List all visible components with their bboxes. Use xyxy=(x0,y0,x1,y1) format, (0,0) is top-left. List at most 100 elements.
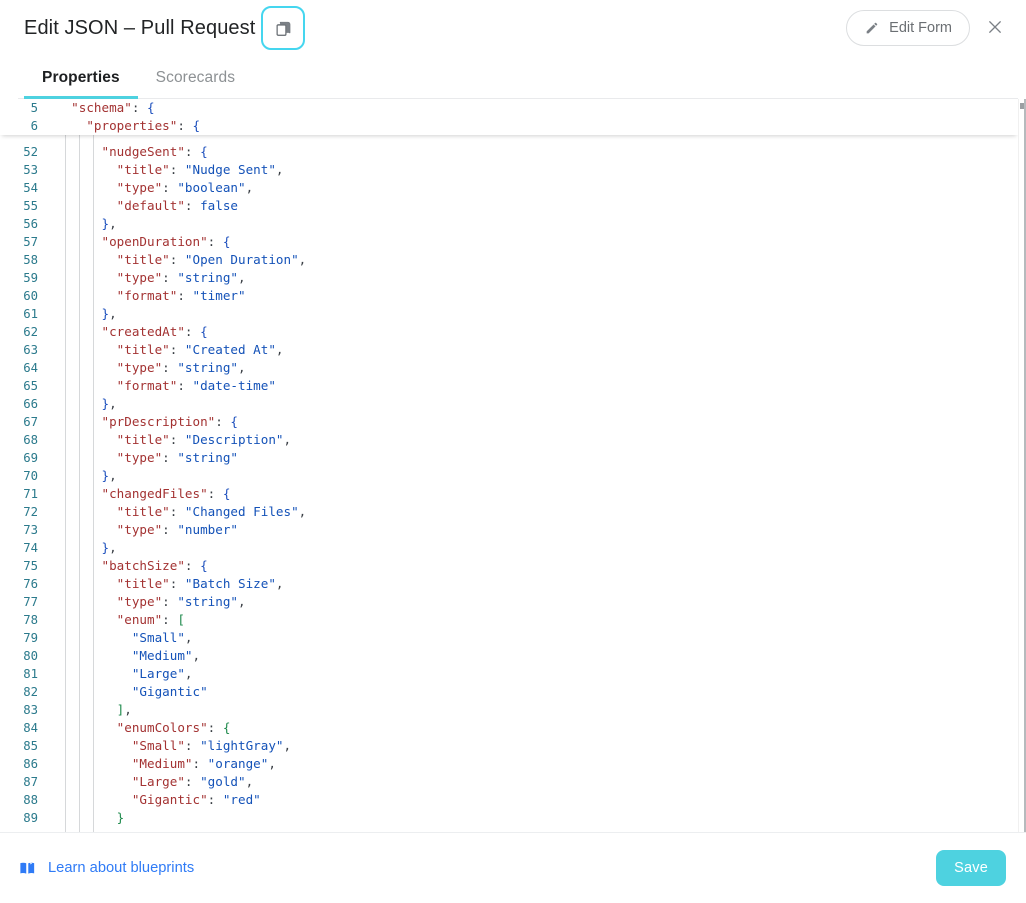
line-number: 71 xyxy=(23,487,38,501)
code-line[interactable]: 87 "Large": "gold", xyxy=(0,773,1018,791)
code-line[interactable]: 71 "changedFiles": { xyxy=(0,485,1018,503)
save-button[interactable]: Save xyxy=(936,850,1006,886)
code-line[interactable]: 72 "title": "Changed Files", xyxy=(0,503,1018,521)
code-line[interactable]: 86 "Medium": "orange", xyxy=(0,755,1018,773)
line-number: 77 xyxy=(23,595,38,609)
code-line[interactable]: 77 "type": "string", xyxy=(0,593,1018,611)
tab-properties[interactable]: Properties xyxy=(24,57,138,99)
code-line[interactable]: 75 "batchSize": { xyxy=(0,557,1018,575)
code-line[interactable]: 76 "title": "Batch Size", xyxy=(0,575,1018,593)
line-number: 79 xyxy=(23,631,38,645)
line-number: 84 xyxy=(23,721,38,735)
code-text: "Gigantic": "red" xyxy=(131,792,261,807)
dialog-header: Edit JSON – Pull Request xyxy=(0,0,1026,56)
code-text: "enumColors": { xyxy=(116,720,231,735)
code-text: "openDuration": { xyxy=(101,234,231,249)
code-text: }, xyxy=(101,396,117,411)
line-number: 88 xyxy=(23,793,38,807)
code-line[interactable]: 61 }, xyxy=(0,305,1018,323)
code-line[interactable]: 89 } xyxy=(0,809,1018,827)
line-number: 80 xyxy=(23,649,38,663)
tab-properties-label: Properties xyxy=(42,69,120,86)
code-line[interactable]: 59 "type": "string", xyxy=(0,269,1018,287)
code-text: "title": "Batch Size", xyxy=(116,576,284,591)
code-line[interactable]: 55 "default": false xyxy=(0,197,1018,215)
tab-scorecards[interactable]: Scorecards xyxy=(138,57,253,99)
code-text: "format": "date-time" xyxy=(116,378,276,393)
line-number: 59 xyxy=(23,271,38,285)
code-line[interactable]: 80 "Medium", xyxy=(0,647,1018,665)
line-number: 70 xyxy=(23,469,38,483)
code-line[interactable]: 82 "Gigantic" xyxy=(0,683,1018,701)
code-text: }, xyxy=(101,468,117,483)
line-number: 74 xyxy=(23,541,38,555)
code-text: "createdAt": { xyxy=(101,324,208,339)
code-line[interactable]: 85 "Small": "lightGray", xyxy=(0,737,1018,755)
code-line[interactable]: 63 "title": "Created At", xyxy=(0,341,1018,359)
code-line[interactable]: 66 }, xyxy=(0,395,1018,413)
line-number: 53 xyxy=(23,163,38,177)
code-text: "Medium", xyxy=(131,648,201,663)
code-line[interactable]: 84 "enumColors": { xyxy=(0,719,1018,737)
code-text: "Small", xyxy=(131,630,193,645)
code-line[interactable]: 81 "Large", xyxy=(0,665,1018,683)
code-line[interactable]: 68 "title": "Description", xyxy=(0,431,1018,449)
sticky-scope-lines[interactable]: 5 "schema": {6 "properties": { xyxy=(0,99,1018,135)
code-text: "type": "boolean", xyxy=(116,180,254,195)
code-line[interactable]: 57 "openDuration": { xyxy=(0,233,1018,251)
editor-scrollbar-thumb[interactable] xyxy=(1020,103,1026,109)
code-line[interactable]: 69 "type": "string" xyxy=(0,449,1018,467)
code-line[interactable]: 56 }, xyxy=(0,215,1018,233)
code-line[interactable]: 54 "type": "boolean", xyxy=(0,179,1018,197)
code-scroll-area[interactable]: 52 "nudgeSent": {53 "title": "Nudge Sent… xyxy=(0,99,1018,832)
editor-vertical-scrollbar[interactable] xyxy=(1018,99,1026,832)
code-text: "nudgeSent": { xyxy=(101,144,208,159)
learn-link-label: Learn about blueprints xyxy=(48,860,195,876)
json-code-editor[interactable]: 52 "nudgeSent": {53 "title": "Nudge Sent… xyxy=(0,99,1026,832)
dialog-footer: Learn about blueprints Save xyxy=(0,832,1026,903)
sticky-code-line[interactable]: 6 "properties": { xyxy=(0,117,1018,135)
code-line[interactable]: 52 "nudgeSent": { xyxy=(0,143,1018,161)
code-line[interactable]: 74 }, xyxy=(0,539,1018,557)
code-text: "type": "string" xyxy=(116,450,239,465)
code-line[interactable]: 67 "prDescription": { xyxy=(0,413,1018,431)
edit-form-label: Edit Form xyxy=(889,20,952,36)
code-lines: 52 "nudgeSent": {53 "title": "Nudge Sent… xyxy=(0,143,1018,827)
close-icon xyxy=(986,18,1004,39)
line-number: 58 xyxy=(23,253,38,267)
code-line[interactable]: 70 }, xyxy=(0,467,1018,485)
code-text: "schema": { xyxy=(71,100,155,115)
copy-json-button[interactable] xyxy=(261,6,306,50)
code-text: "properties": { xyxy=(86,118,201,133)
line-number: 72 xyxy=(23,505,38,519)
code-line[interactable]: 64 "type": "string", xyxy=(0,359,1018,377)
code-text: "Gigantic" xyxy=(131,684,208,699)
sticky-code-line[interactable]: 5 "schema": { xyxy=(0,99,1018,117)
line-number: 64 xyxy=(23,361,38,375)
code-text: "Large": "gold", xyxy=(131,774,254,789)
edit-form-button[interactable]: Edit Form xyxy=(846,10,970,46)
code-text: "changedFiles": { xyxy=(101,486,231,501)
code-line[interactable]: 65 "format": "date-time" xyxy=(0,377,1018,395)
code-line[interactable]: 62 "createdAt": { xyxy=(0,323,1018,341)
code-line[interactable]: 88 "Gigantic": "red" xyxy=(0,791,1018,809)
title-area: Edit JSON – Pull Request xyxy=(24,6,846,50)
code-line[interactable]: 58 "title": "Open Duration", xyxy=(0,251,1018,269)
code-line[interactable]: 83 ], xyxy=(0,701,1018,719)
line-number: 89 xyxy=(23,811,38,825)
close-dialog-button[interactable] xyxy=(980,13,1010,43)
code-line[interactable]: 78 "enum": [ xyxy=(0,611,1018,629)
learn-about-blueprints-link[interactable]: Learn about blueprints xyxy=(18,859,194,878)
code-text: ], xyxy=(116,702,132,717)
code-line[interactable]: 53 "title": "Nudge Sent", xyxy=(0,161,1018,179)
line-number: 81 xyxy=(23,667,38,681)
line-number: 83 xyxy=(23,703,38,717)
pencil-icon xyxy=(864,20,880,36)
code-line[interactable]: 73 "type": "number" xyxy=(0,521,1018,539)
code-line[interactable]: 79 "Small", xyxy=(0,629,1018,647)
line-number: 62 xyxy=(23,325,38,339)
code-text: "prDescription": { xyxy=(101,414,239,429)
line-number: 85 xyxy=(23,739,38,753)
code-text: } xyxy=(116,810,125,825)
code-line[interactable]: 60 "format": "timer" xyxy=(0,287,1018,305)
